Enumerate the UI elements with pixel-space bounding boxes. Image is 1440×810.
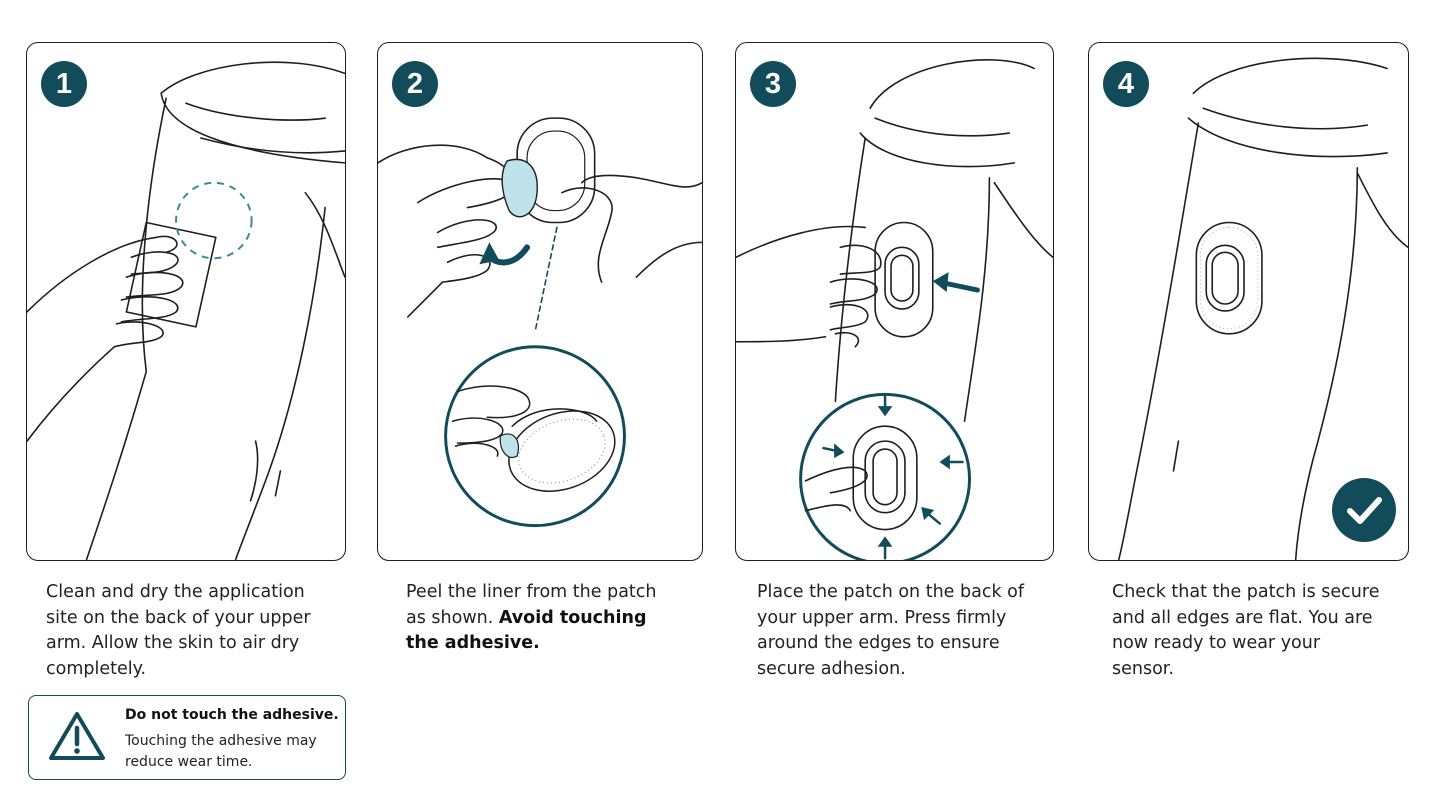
warning-body: Touching the adhesive may reduce wear ti…	[125, 733, 317, 770]
step-1-panel: 1	[26, 42, 346, 561]
step-2-number-badge: 2	[392, 61, 438, 107]
instruction-emphasis: Avoid touching the adhesive.	[406, 607, 647, 654]
checkmark-icon	[1332, 478, 1396, 542]
adhesive-warning-box: Do not touch the adhesive. Touching the …	[28, 695, 346, 780]
step-1-illustration	[27, 61, 345, 560]
step-3-illustration	[736, 59, 1053, 560]
step-3-instruction: Place the patch on the back of your uppe…	[757, 580, 1027, 682]
warning-triangle-icon	[49, 712, 105, 760]
step-3-panel: 3	[735, 42, 1054, 561]
step-1-number-badge: 1	[41, 61, 87, 107]
step-2-panel: 2	[377, 42, 703, 561]
step-2-instruction: Peel the liner from the patch as shown. …	[406, 580, 676, 657]
step-4-instruction: Check that the patch is secure and all e…	[1112, 580, 1382, 682]
step-4-illustration	[1118, 57, 1408, 560]
instruction-text: Place the patch on the back of your uppe…	[757, 582, 1025, 679]
step-1-instruction: Clean and dry the application site on th…	[46, 580, 316, 682]
warning-title: Do not touch the adhesive.	[125, 707, 339, 723]
instruction-text: Clean and dry the application site on th…	[46, 582, 311, 679]
step-2-illustration	[378, 117, 702, 528]
step-3-number-badge: 3	[750, 61, 796, 107]
step-4-panel: 4	[1088, 42, 1409, 561]
step-4-number-badge: 4	[1103, 61, 1149, 107]
instruction-text: Peel the liner from the patch as shown.	[406, 582, 657, 628]
instruction-text: Check that the patch is secure and all e…	[1112, 582, 1380, 679]
